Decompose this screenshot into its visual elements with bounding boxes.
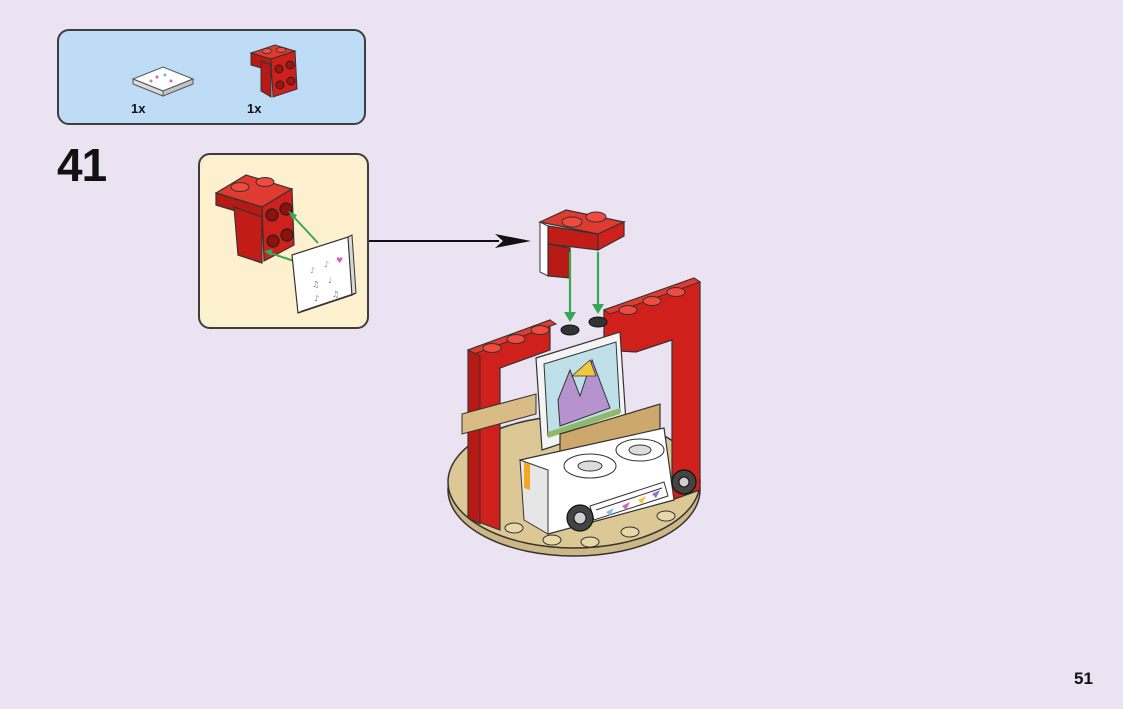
svg-text:♫: ♫ bbox=[332, 290, 339, 299]
subassembly-illustration: ♪ ♪ ♥ ♫ ♩ ♪ ♫ bbox=[200, 155, 370, 330]
main-model-illustration bbox=[440, 200, 710, 570]
red-bracket-part bbox=[245, 41, 305, 101]
svg-text:♪: ♪ bbox=[310, 266, 315, 275]
svg-text:♪: ♪ bbox=[314, 294, 319, 303]
sub-assembly-box: ♪ ♪ ♥ ♫ ♩ ♪ ♫ bbox=[198, 153, 369, 329]
svg-text:♥: ♥ bbox=[336, 256, 343, 265]
part-quantity: 1x bbox=[247, 101, 261, 116]
step-number: 41 bbox=[57, 138, 106, 192]
page-number: 51 bbox=[1074, 669, 1093, 689]
svg-text:♪: ♪ bbox=[324, 260, 329, 269]
white-tile-part bbox=[129, 61, 199, 101]
svg-text:♫: ♫ bbox=[312, 280, 319, 289]
parts-list-box: 1x 1x bbox=[57, 29, 366, 125]
part-quantity: 1x bbox=[131, 101, 145, 116]
svg-text:♩: ♩ bbox=[328, 276, 332, 285]
